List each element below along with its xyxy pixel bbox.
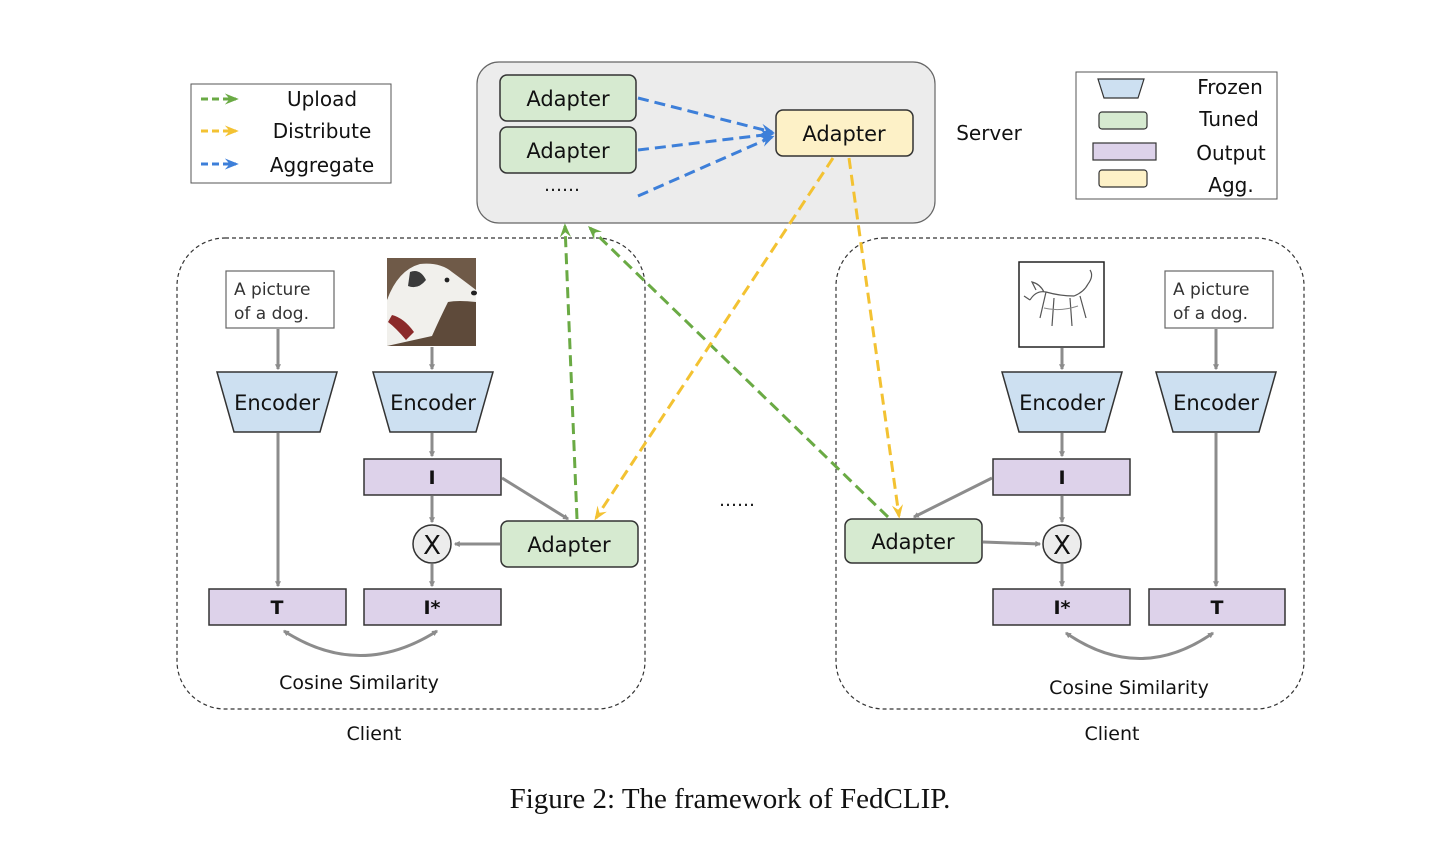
server-aggregated-adapter [775, 109, 914, 157]
client-right-similarity-label: Cosine Similarity [1049, 677, 1209, 699]
client-left-similarity-label: Cosine Similarity [279, 672, 439, 694]
agg-legend-label: Agg. [1208, 173, 1253, 197]
figure-caption: Figure 2: The framework of FedCLIP. [510, 783, 951, 815]
client-right-similarity-arc [1065, 631, 1214, 660]
client-right-t-output [1148, 588, 1286, 626]
frozen-legend-swatch [1097, 78, 1145, 99]
client-left-image-encoder-label: Encoder [390, 391, 476, 415]
server-ellipsis: …… [544, 175, 580, 196]
arrow-legend: Upload Distribute Aggregate [190, 83, 392, 184]
client-left-t-output [208, 588, 347, 626]
client-right-text-encoder [1155, 371, 1277, 433]
server-client-adapter-1-label: Adapter [526, 87, 610, 111]
client-left-prompt-line1: A picture [234, 280, 310, 300]
client-right-multiply-label: X [1053, 531, 1071, 561]
client-left-adapter [500, 520, 639, 568]
box-legend: Frozen Tuned Output Agg. [1075, 71, 1278, 200]
client-left-prompt-line2: of a dog. [234, 304, 309, 324]
server-label: Server [956, 121, 1022, 145]
tuned-legend-swatch [1098, 111, 1148, 130]
client-right-i-star-output [992, 588, 1131, 626]
client-left-boundary [176, 237, 646, 710]
aggregate-arrow-1 [637, 96, 775, 135]
client-right-adapter-label: Adapter [871, 530, 955, 554]
client-left-i-feature-label: I [428, 467, 435, 489]
client-right-i-feature-label: I [1058, 467, 1065, 489]
middle-ellipsis: …… [719, 490, 755, 511]
client-right-prompt-line1: A picture [1173, 280, 1249, 300]
output-legend-swatch [1092, 142, 1157, 161]
client-left-multiply-label: X [423, 531, 441, 561]
client-left-multiply-node [412, 524, 452, 564]
server-panel: Adapter Adapter …… Adapter [476, 61, 936, 224]
client-left-arrow-i-to-adapter [501, 476, 570, 521]
upload-arrow-left-client [559, 223, 579, 520]
client-right-image-encoder [1001, 371, 1123, 433]
client-right-label: Client [1084, 723, 1139, 745]
client-left-text-encoder [216, 371, 338, 433]
client-right-adapter [844, 518, 983, 564]
client-right-text-prompt [1164, 270, 1274, 329]
server-client-adapter-2-label: Adapter [526, 139, 610, 163]
client-left-i-star-output [363, 588, 502, 626]
client-left-i-feature [363, 458, 502, 496]
client-right-text-encoder-label: Encoder [1173, 391, 1259, 415]
client-left-similarity-arc [282, 629, 439, 657]
client-left-text-encoder-label: Encoder [234, 391, 320, 415]
client-left-t-output-label: T [271, 597, 284, 619]
tuned-legend-label: Tuned [1198, 107, 1259, 131]
agg-legend-swatch [1098, 169, 1148, 188]
client-right-multiply-node [1042, 524, 1082, 564]
aggregate-legend-label: Aggregate [270, 153, 374, 177]
upload-legend-label: Upload [287, 87, 357, 111]
distribute-legend-label: Distribute [273, 119, 372, 143]
client-left-i-star-output-label: I* [423, 597, 440, 619]
distribute-arrow-right-client [847, 157, 903, 519]
upload-arrow-right-client [587, 226, 890, 519]
client-right-arrow-i-to-adapter [912, 476, 993, 519]
server-aggregated-adapter-label: Adapter [802, 122, 886, 146]
client-right-i-star-output-label: I* [1053, 597, 1070, 619]
frozen-legend-label: Frozen [1197, 75, 1263, 99]
client-right: A picture of a dog. Encoder Encoder I Ad… [835, 237, 1305, 710]
client-right-dog-sketch [1018, 261, 1105, 348]
client-left-image-encoder [372, 371, 494, 433]
server-client-adapter-1 [499, 74, 637, 122]
aggregate-arrow-3 [637, 135, 775, 198]
client-right-t-output-label: T [1211, 597, 1224, 619]
client-left-text-prompt [225, 270, 335, 329]
client-right-image-encoder-label: Encoder [1019, 391, 1105, 415]
client-left-label: Client [346, 723, 401, 745]
output-legend-label: Output [1196, 141, 1266, 165]
client-right-prompt-line2: of a dog. [1173, 304, 1248, 324]
client-right-boundary [835, 237, 1305, 710]
client-left-adapter-label: Adapter [527, 533, 611, 557]
distribute-arrow-left-client [594, 157, 835, 521]
aggregate-arrow-2 [637, 129, 775, 152]
client-left-dog-photo [387, 258, 477, 346]
client-right-i-feature [992, 458, 1131, 496]
client-left: A picture of a dog. Encoder Encoder I X … [176, 237, 646, 710]
server-client-adapter-2 [499, 126, 637, 174]
client-right-arrow-adapter-to-multiply [982, 540, 1042, 547]
